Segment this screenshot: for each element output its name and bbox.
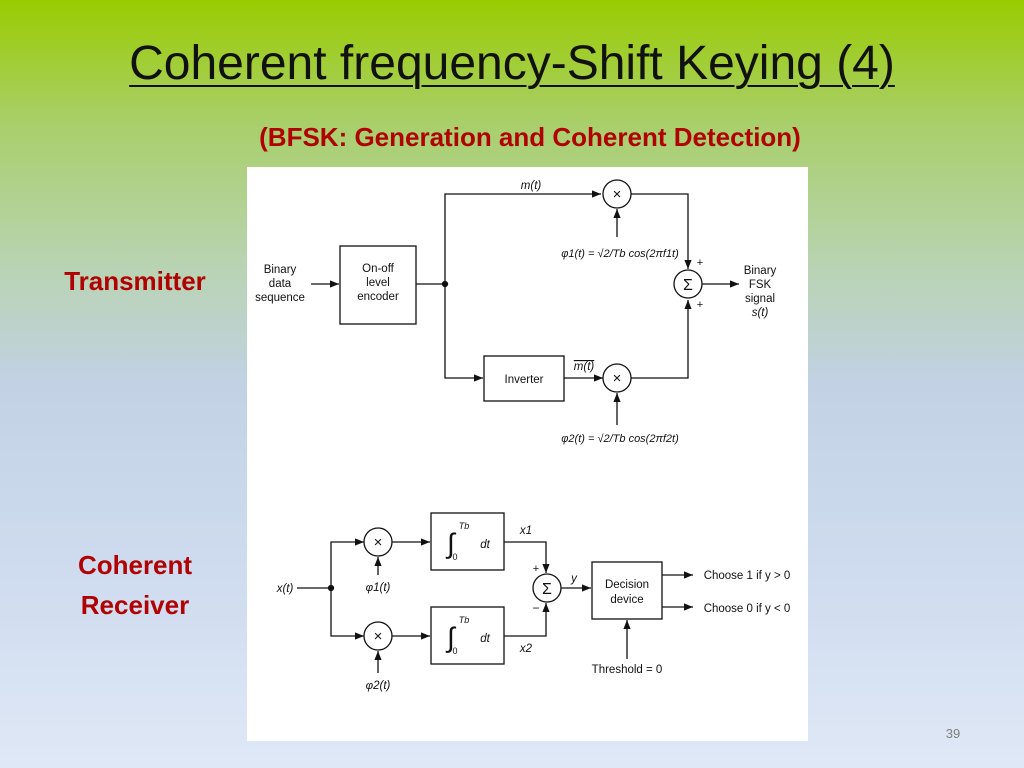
rx-plus-sign: + (533, 563, 539, 575)
tx-mult2-symbol: × (613, 370, 622, 387)
rx-phi1-label: φ1(t) (366, 582, 391, 594)
onoff-encoder-box (339, 245, 417, 325)
slide-subtitle: (BFSK: Generation and Coherent Detection… (259, 122, 801, 152)
x2-label: x2 (519, 643, 533, 655)
tx-input-line1: Binary (264, 264, 297, 276)
y-label: y (570, 573, 578, 585)
tx-output-line2: FSK (749, 279, 772, 291)
rx-input-label: x(t) (276, 583, 294, 595)
tx-sum-symbol: Σ (683, 277, 693, 294)
integral-2-lower: 0 (452, 646, 457, 656)
threshold-label: Threshold = 0 (592, 664, 663, 676)
slide-title: Coherent frequency-Shift Keying (4) (129, 37, 895, 90)
integral-1-lower: 0 (452, 552, 457, 562)
phi2-formula: φ2(t) = √2/Tb cos(2πf2t) (561, 433, 679, 445)
x1-wire (504, 541, 550, 573)
decision-device-box (591, 561, 663, 620)
rx-lower-wire (330, 588, 364, 640)
integral-2-upper: Tb (459, 615, 470, 625)
rx-mult1-symbol: × (374, 534, 383, 551)
tx-output-line1: Binary (744, 265, 777, 277)
tx-input-line2: data (269, 278, 292, 290)
receiver-label-line1: Coherent (77, 550, 193, 580)
rx-upper-wire (330, 538, 364, 588)
lower-branch-wire (444, 284, 483, 382)
bfsk-diagram-svg: Binary data sequence On-off level encode… (255, 179, 791, 692)
integral-1-sign: ∫ (445, 528, 457, 559)
integral-2-sign: ∫ (445, 622, 457, 653)
decision-line2: device (610, 594, 643, 606)
choose1-label: Choose 1 if y > 0 (704, 570, 791, 582)
x1-label: x1 (519, 525, 532, 537)
mt-label: m(t) (521, 180, 542, 192)
receiver-text: x(t) × × φ1(t) φ2(t) ∫ Tb 0 dt ∫ Tb 0 dt… (276, 521, 791, 692)
rx-mult2-symbol: × (374, 628, 383, 645)
bfsk-diagram: Binary data sequence On-off level encode… (247, 167, 808, 741)
inverter-label: Inverter (505, 374, 544, 386)
receiver-label: Coherent Receiver (40, 545, 230, 625)
tx-output-line4: s(t) (752, 307, 769, 319)
transmitter-diagram (311, 179, 739, 425)
receiver-label-line2: Receiver (80, 590, 190, 620)
tx-plus-bottom: + (697, 299, 703, 311)
tx-plus-top: + (697, 257, 703, 269)
transmitter-text: Binary data sequence On-off level encode… (255, 180, 776, 445)
transmitter-label: Transmitter (64, 266, 206, 296)
rx-phi2-label: φ2(t) (366, 680, 391, 692)
rx-sum-symbol: Σ (542, 581, 552, 598)
tx-mult1-symbol: × (613, 186, 622, 203)
receiver-diagram (297, 512, 693, 673)
x2-wire (504, 603, 550, 637)
phi1-formula: φ1(t) = √2/Tb cos(2πf1t) (561, 248, 679, 260)
mult2-to-sum-wire (631, 300, 692, 379)
choose0-label: Choose 0 if y < 0 (704, 603, 791, 615)
mult1-to-sum-wire (631, 193, 692, 269)
decision-line1: Decision (605, 579, 649, 591)
integral-1-dt: dt (480, 539, 490, 551)
mbar-label: m(t) (574, 361, 595, 373)
tx-input-line3: sequence (255, 292, 305, 304)
slide-number: 39 (945, 726, 961, 741)
upper-branch-wire (444, 190, 601, 284)
encoder-line2: level (366, 277, 390, 289)
integral-1-upper: Tb (459, 521, 470, 531)
encoder-line1: On-off (362, 263, 395, 275)
encoder-line3: encoder (357, 291, 399, 303)
tx-output-line3: signal (745, 293, 775, 305)
integral-2-dt: dt (480, 633, 490, 645)
rx-minus-sign: − (532, 601, 539, 615)
